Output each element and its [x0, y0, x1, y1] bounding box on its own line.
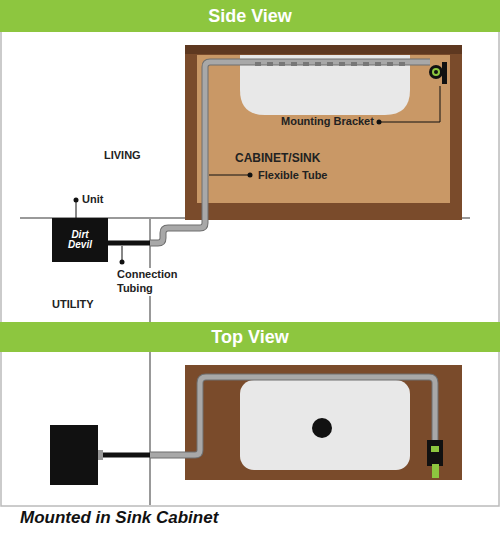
leader-dot: [377, 120, 382, 125]
bracket-detail: [431, 446, 439, 452]
tube-under-sink: [255, 62, 405, 66]
leader-line: [76, 200, 77, 218]
leader-line: [209, 175, 250, 176]
unit-box: Dirt Devil: [52, 218, 108, 262]
cabinet-top: [185, 365, 462, 480]
flexible-tube: [150, 62, 430, 243]
flexible-tube: [150, 377, 435, 455]
callout-label: Unit: [82, 193, 103, 207]
callout-label: Flexible Tube: [258, 169, 327, 183]
cabinet-label: CABINET/SINK: [235, 151, 320, 165]
frame: [1, 1, 499, 506]
connection-tubing: [103, 453, 151, 458]
section-band: Top View: [0, 322, 500, 352]
band-title: Top View: [211, 327, 288, 348]
band-title: Side View: [208, 6, 292, 27]
cabinet-side: [185, 45, 462, 220]
leader-dot: [120, 260, 125, 265]
section-band: Side View: [0, 0, 500, 32]
callout-label: Connection Tubing: [116, 268, 184, 296]
unit-port: [98, 450, 103, 460]
mounting-bracket: [442, 62, 447, 84]
flexible-tube: [150, 377, 435, 455]
bracket-fitting: [429, 65, 443, 79]
leader-dot: [248, 173, 253, 178]
caption: Mounted in Sink Cabinet: [20, 508, 218, 528]
wall-line: [149, 352, 151, 505]
bracket-fitting: [434, 70, 438, 74]
leader-line: [379, 86, 440, 122]
unit-top: [50, 425, 98, 485]
cabinet: CABINET/SINK: [185, 45, 462, 220]
logo-text: Dirt Devil: [63, 230, 97, 251]
region-label: UTILITY: [52, 298, 94, 312]
connection-tubing: [108, 241, 151, 246]
bracket-fitting: [432, 68, 440, 76]
bracket-detail: [432, 464, 439, 478]
mounting-bracket: [427, 440, 443, 466]
callout-label: Mounting Bracket: [281, 115, 374, 129]
counter-top: [185, 45, 462, 54]
leader-dot: [74, 198, 79, 203]
flexible-tube: [150, 62, 430, 243]
region-label: LIVING: [104, 149, 141, 163]
cabinet-interior: [197, 55, 450, 203]
drain: [312, 418, 332, 438]
sink-top: [240, 380, 410, 470]
